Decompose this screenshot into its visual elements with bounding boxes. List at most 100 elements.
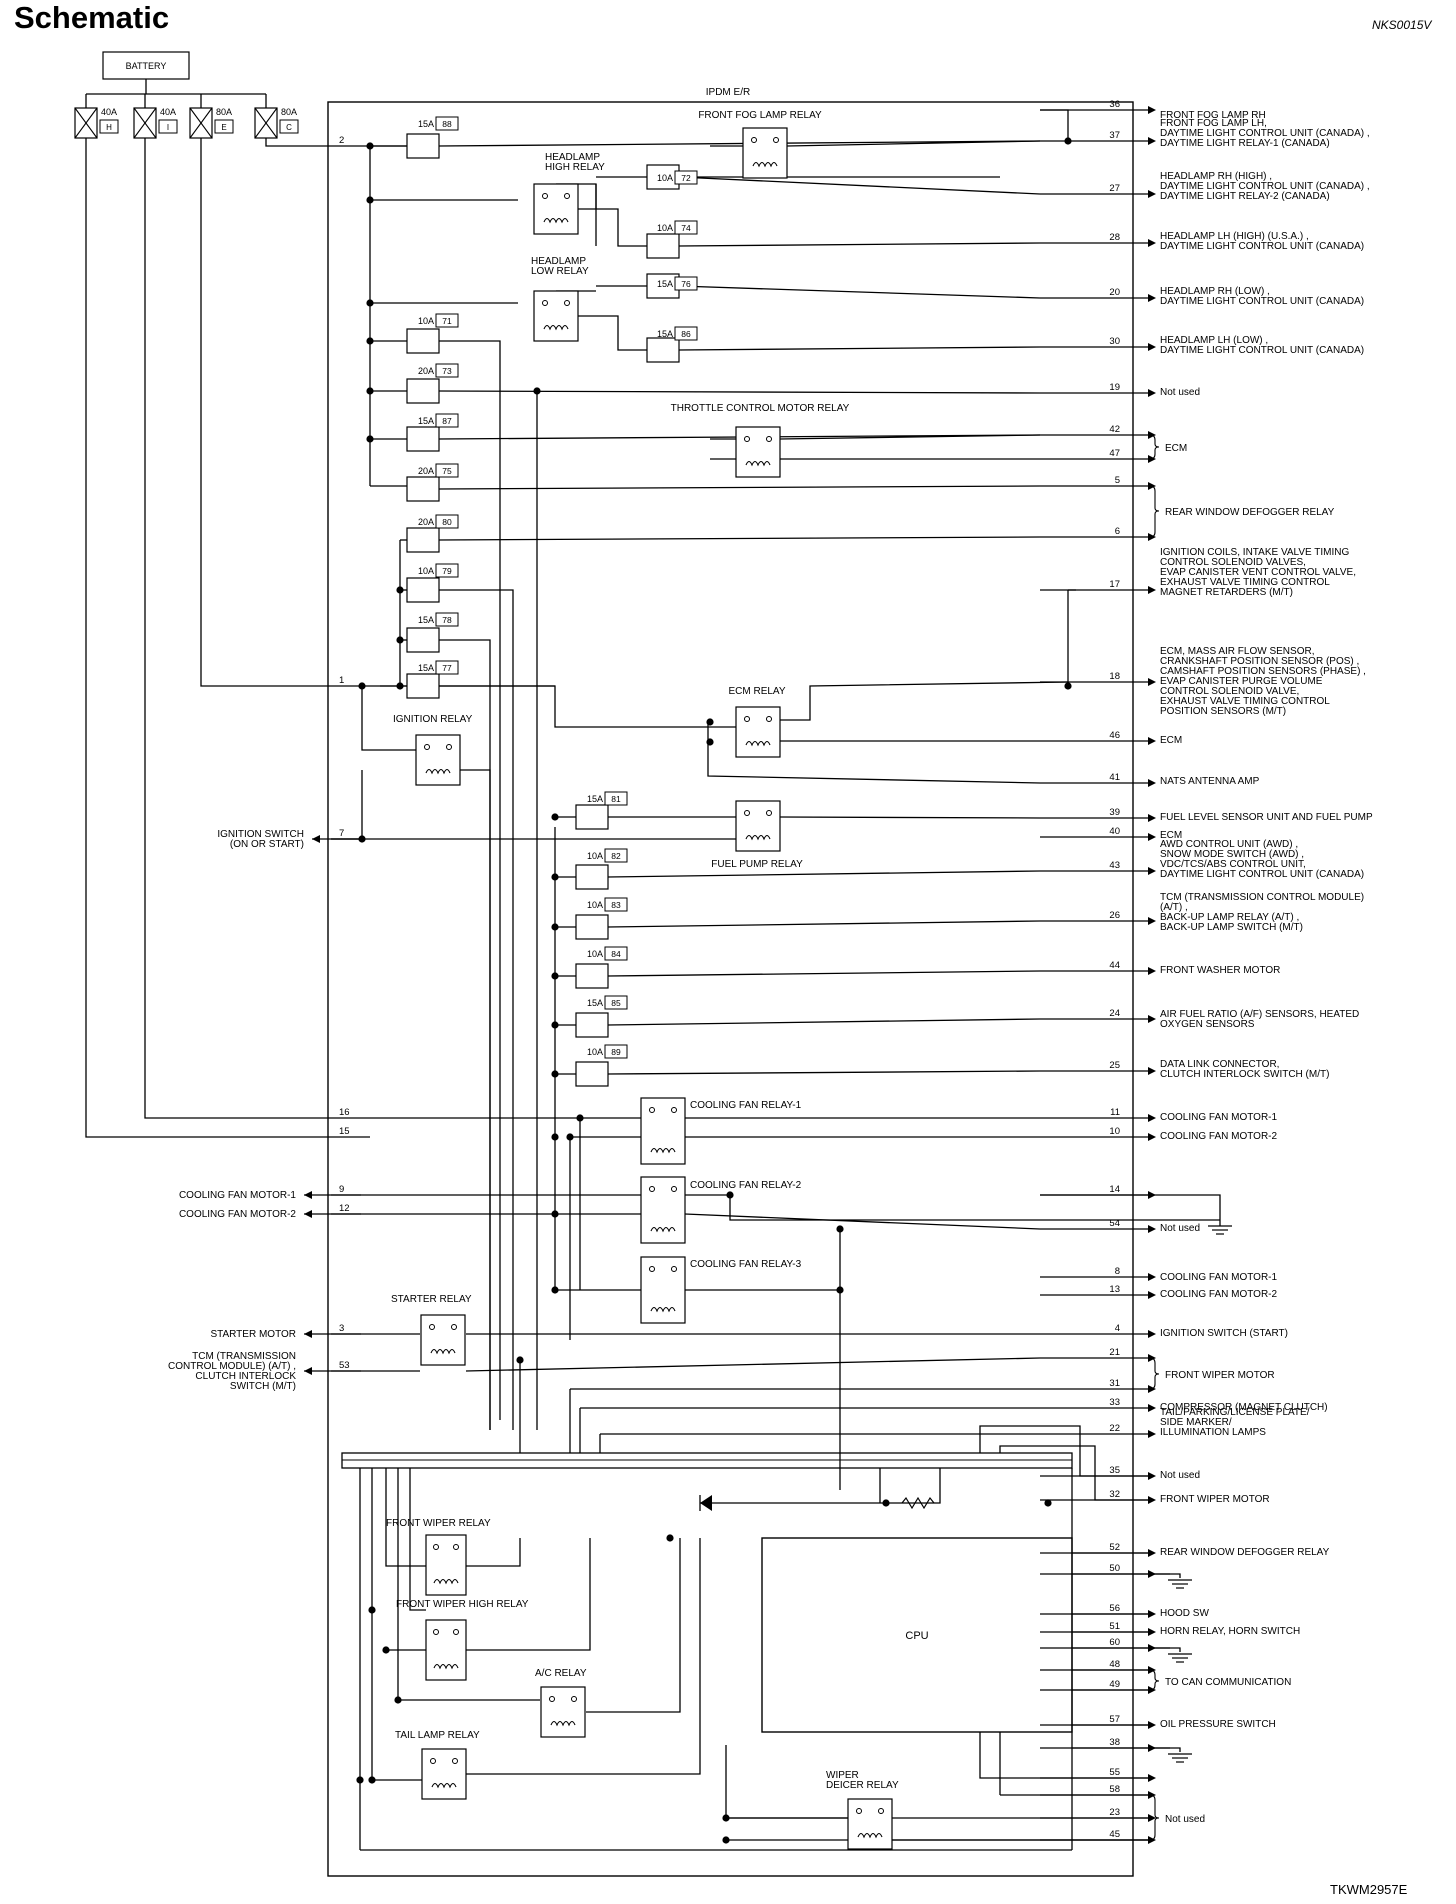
wire — [729, 1195, 1220, 1221]
pin-number: 37 — [1109, 130, 1120, 141]
relay-coil — [543, 324, 569, 331]
junction-dot — [551, 813, 559, 821]
connector-label: IGNITION SWITCH (START) — [1160, 1328, 1288, 1339]
fuse-number: 88 — [442, 119, 452, 129]
relay-contact — [766, 716, 772, 722]
pin-arrow — [1148, 1496, 1156, 1504]
pin-arrow — [1148, 917, 1156, 925]
fusible-link-rating: 80A — [216, 107, 232, 117]
wire — [438, 390, 1041, 394]
pin-arrow — [1148, 779, 1156, 787]
pin-arrow — [1148, 1404, 1156, 1412]
pin-arrow — [1148, 1191, 1156, 1199]
pin-arrow — [1148, 1291, 1156, 1299]
pin-number: 9 — [339, 1184, 344, 1195]
relay-contact — [744, 810, 750, 816]
relay-contact — [773, 137, 779, 143]
connector-label: Not used — [1160, 1223, 1200, 1234]
wire — [438, 536, 1041, 541]
brace — [1149, 1357, 1160, 1390]
pin-arrow — [1148, 737, 1156, 745]
fuse — [646, 337, 680, 363]
wire — [979, 1732, 1148, 1779]
pin-number: 13 — [1109, 1284, 1120, 1295]
connector-label: ECM — [1160, 735, 1182, 746]
junction-dot — [516, 1356, 524, 1364]
pin-number: 8 — [1115, 1266, 1120, 1277]
junction-dot — [551, 1286, 559, 1294]
fuse — [406, 133, 440, 159]
wire — [578, 315, 647, 351]
junction-dot — [551, 923, 559, 931]
fuse-number-box — [604, 946, 628, 961]
relay-contact — [671, 1186, 677, 1192]
fuse — [646, 164, 680, 190]
fuse-rating: 10A — [587, 900, 603, 910]
pin-number: 11 — [1110, 1107, 1120, 1118]
junction-dot — [366, 387, 374, 395]
fuse-number-box — [435, 363, 459, 378]
fuse — [575, 864, 609, 890]
relay-contact — [549, 1696, 555, 1702]
fusible-link-code: C — [286, 123, 292, 132]
relay-symbol — [415, 734, 461, 786]
pin-arrow — [1148, 678, 1156, 686]
fuse-number-box — [604, 995, 628, 1010]
junction-dot — [1044, 1499, 1052, 1507]
pin-number: 46 — [1109, 730, 1120, 741]
fuse-rating: 15A — [418, 663, 434, 673]
pin-arrow — [1148, 833, 1156, 841]
pin-arrow — [1148, 1744, 1156, 1752]
relay-contact — [452, 1758, 458, 1764]
relay-contact — [429, 1324, 435, 1330]
pin-number: 18 — [1109, 671, 1120, 682]
relay-contact — [744, 436, 750, 442]
junction-dot — [722, 1814, 730, 1822]
fuse-number-box — [435, 563, 459, 578]
connector-label: FUEL LEVEL SENSOR UNIT AND FUEL PUMP — [1160, 812, 1373, 823]
wire — [880, 1468, 941, 1504]
wire — [460, 769, 491, 1430]
pin-number: 48 — [1109, 1659, 1120, 1670]
junction-dot — [396, 586, 404, 594]
fuse-number-box — [435, 514, 459, 529]
brace — [1149, 1669, 1160, 1691]
fuse — [575, 914, 609, 940]
relay-contact — [424, 744, 430, 750]
wire — [385, 1468, 426, 1567]
figure-id: TKWM2957E — [1330, 1882, 1408, 1897]
fuse-number-box — [435, 413, 459, 428]
wire — [607, 1018, 1041, 1026]
relay-coil — [433, 1578, 459, 1585]
brace — [1149, 434, 1160, 460]
wire — [439, 340, 501, 1420]
pin-arrow — [312, 835, 320, 843]
wire — [265, 138, 407, 147]
fuse-number: 74 — [681, 223, 691, 233]
brace-label: REAR WINDOW DEFOGGER RELAY — [1165, 507, 1335, 518]
fuse-rating: 10A — [587, 1047, 603, 1057]
fuse-rating: 20A — [418, 517, 434, 527]
connector-label: AWD CONTROL UNIT (AWD) ,SNOW MODE SWITCH… — [1160, 839, 1364, 880]
brace-label: FRONT WIPER MOTOR — [1165, 1370, 1275, 1381]
wire — [779, 816, 1041, 819]
relay-coil — [550, 1720, 576, 1727]
connector-label: COOLING FAN MOTOR-2 — [1160, 1289, 1277, 1300]
relay-symbol — [533, 290, 579, 342]
pin-number: 27 — [1109, 183, 1120, 194]
pin-number: 49 — [1109, 1679, 1120, 1690]
junction-dot — [368, 1606, 376, 1614]
relay-label: A/C RELAY — [535, 1668, 587, 1679]
relay-label: TAIL LAMP RELAY — [395, 1730, 480, 1741]
brace-label: Not used — [1165, 1814, 1205, 1825]
fuse — [406, 378, 440, 404]
pin-number: 4 — [1115, 1323, 1120, 1334]
junction-dot — [551, 1021, 559, 1029]
relay-contact — [571, 1696, 577, 1702]
fuse-rating: 20A — [418, 366, 434, 376]
fuse-rating: 15A — [418, 615, 434, 625]
pin-number: 15 — [339, 1126, 350, 1137]
fuse — [575, 804, 609, 830]
pin-number: 53 — [339, 1360, 350, 1371]
